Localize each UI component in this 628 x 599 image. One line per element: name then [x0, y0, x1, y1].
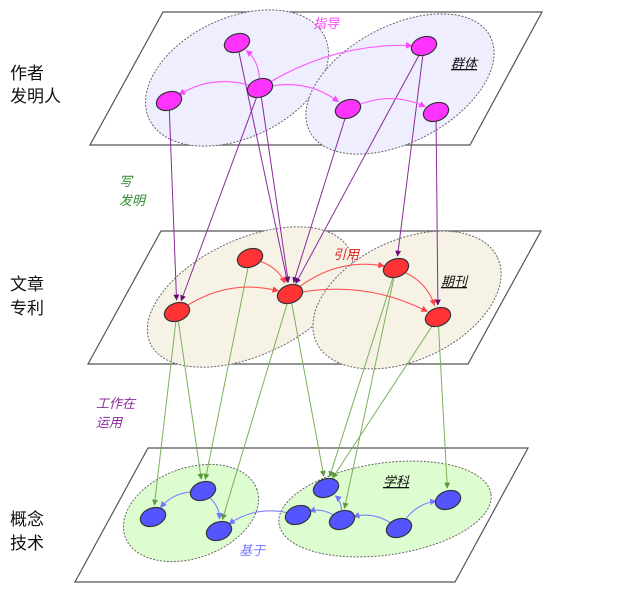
- concept-node-C8[interactable]: [433, 487, 464, 513]
- article-node-P3[interactable]: [275, 281, 306, 307]
- work-in-edge-P3-C3: [221, 293, 291, 521]
- relation-label-guide: 指导: [313, 17, 340, 32]
- article-node-P4[interactable]: [381, 255, 412, 281]
- article-group-left: [146, 226, 354, 368]
- work-in-edge-P5-C4: [332, 316, 439, 479]
- author-group-right: [305, 13, 495, 155]
- concept-node-C3[interactable]: [204, 518, 235, 544]
- write-edge-A3-P2: [180, 87, 261, 302]
- based-on-edge-C6-C4: [334, 495, 343, 511]
- relation-label-write-line2: 发明: [119, 194, 147, 209]
- work-in-edge-P2-C2: [152, 311, 178, 506]
- write-edge-A4-P3: [295, 45, 425, 284]
- write-edge-A3-P3: [259, 87, 291, 283]
- layer-label-author-line1: 作者: [10, 64, 44, 84]
- group-label-journal: 期刊: [441, 275, 469, 290]
- guide-edge-A3-A2: [178, 80, 251, 96]
- work-in-edge-P3-C4: [289, 293, 326, 477]
- relation-label-based-on: 基于: [239, 544, 266, 559]
- work-in-edge-P5-C8: [437, 316, 451, 489]
- author-node-A1[interactable]: [222, 30, 253, 56]
- article-node-P5[interactable]: [423, 304, 454, 330]
- guide-edge-A3-A4: [268, 42, 413, 84]
- author-node-A4[interactable]: [409, 33, 440, 59]
- relation-label-work-in-line1: 工作在: [96, 397, 137, 412]
- based-on-edge-C1-C2: [160, 491, 194, 509]
- group-label-discipline: 学科: [383, 474, 410, 490]
- cite-edge-P1-P3: [259, 260, 286, 284]
- relation-label-work-in-line2: 运用: [96, 416, 124, 431]
- based-on-edge-C6-C5: [308, 506, 334, 516]
- article-node-P1[interactable]: [235, 245, 266, 271]
- cite-edge-P3-P4: [297, 261, 385, 289]
- layer-label-article-line2: 专利: [10, 299, 44, 319]
- relation-label-cite: 引用: [333, 248, 361, 263]
- based-on-edge-C7-C8: [404, 498, 437, 521]
- concept-node-C7[interactable]: [384, 515, 415, 541]
- concept-node-C4[interactable]: [311, 475, 342, 501]
- concept-node-C1[interactable]: [188, 478, 219, 504]
- layer-label-concept-line2: 技术: [10, 534, 44, 554]
- layer-label-article-line1: 文章: [10, 275, 44, 295]
- group-label-community: 群体: [451, 57, 479, 72]
- author-node-A6[interactable]: [421, 99, 452, 125]
- guide-edge-A3-A1: [245, 50, 260, 79]
- work-in-edge-P4-C4: [328, 267, 397, 478]
- concept-node-C5[interactable]: [283, 502, 314, 528]
- layer-label-author-line2: 发明人: [10, 87, 61, 107]
- article-group-right: [312, 230, 502, 370]
- write-edge-A4-P4: [395, 45, 425, 257]
- author-node-A2[interactable]: [154, 88, 185, 114]
- relation-label-write-line1: 写: [119, 175, 134, 190]
- write-edge-A1-P3: [236, 42, 290, 283]
- write-edge-A6-P5: [434, 111, 441, 306]
- based-on-edge-C1-C3: [209, 497, 223, 520]
- guide-edge-A3-A5: [269, 83, 339, 103]
- cite-edge-P3-P5: [299, 288, 428, 312]
- work-in-edge-P1-C1: [203, 257, 251, 480]
- author-group-left: [145, 9, 329, 147]
- cite-edge-P4-P5: [404, 271, 436, 307]
- work-in-edge-P2-C1: [176, 311, 204, 480]
- based-on-edge-C5-C3: [228, 510, 289, 525]
- write-edge-A5-P3: [292, 108, 349, 284]
- concept-node-C2[interactable]: [138, 504, 169, 530]
- author-node-A3[interactable]: [245, 75, 276, 101]
- work-in-edge-P4-C6: [342, 267, 397, 509]
- cite-edge-P2-P3: [185, 286, 280, 308]
- guide-edge-A5-A6: [357, 98, 426, 108]
- write-edge-A2-P2: [168, 100, 180, 301]
- layer-label-concept-line1: 概念: [10, 509, 44, 530]
- based-on-edge-C7-C6: [352, 511, 391, 524]
- author-node-A5[interactable]: [333, 96, 364, 122]
- concept-node-C6[interactable]: [327, 507, 358, 533]
- article-node-P2[interactable]: [162, 299, 193, 325]
